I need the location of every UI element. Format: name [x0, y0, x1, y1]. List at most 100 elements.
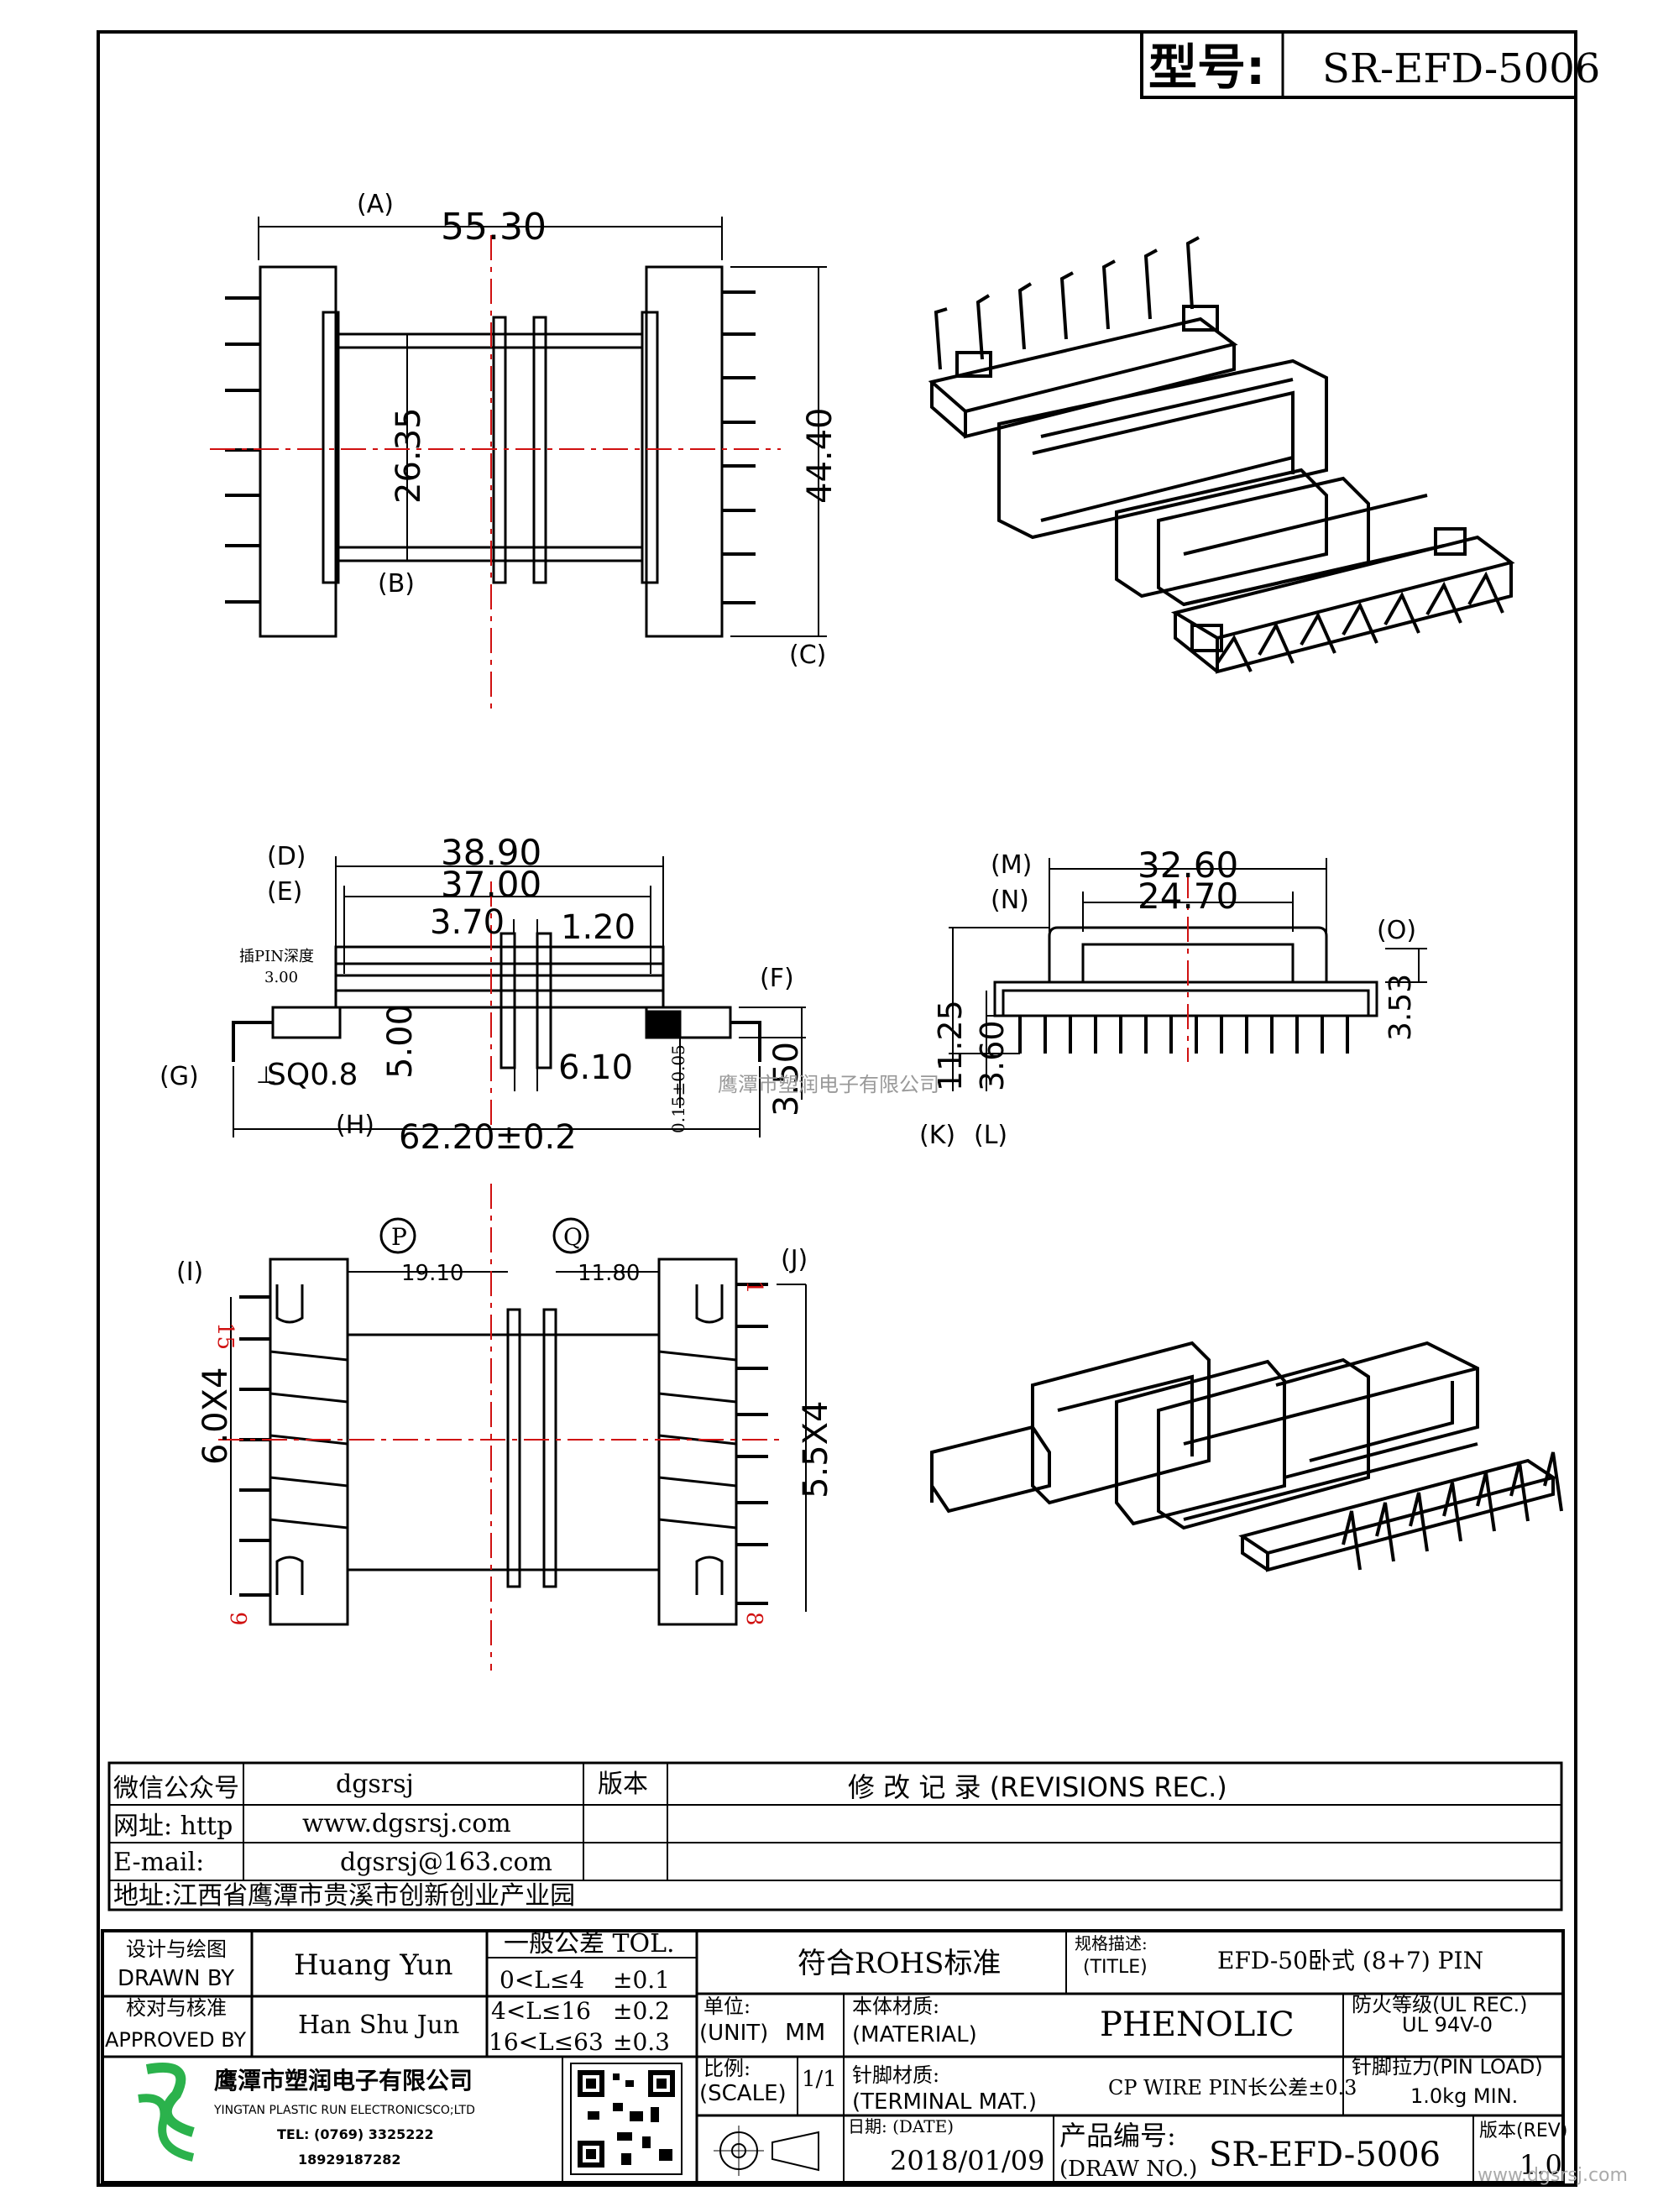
info-address: 地址:江西省鹰潭市贵溪市创新创业产业园 [113, 1881, 575, 1911]
drawn-by-name: Huang Yun [294, 1948, 453, 1982]
sheet-frame [97, 30, 1577, 2187]
dim-e: 37.00 [441, 864, 541, 905]
top-view-labels: (A) 55.30 26.35 (B) 44.40 (C) [357, 190, 840, 670]
side-view [232, 856, 806, 1137]
dim-m: 32.60 [1138, 845, 1238, 886]
label-o: (O) [1377, 916, 1416, 945]
label-k: (K) [919, 1121, 955, 1150]
label-c: (C) [789, 641, 826, 670]
drawn-by-label-cn: 设计与绘图 [126, 1937, 227, 1961]
dim-o: 3.53 [1383, 974, 1418, 1041]
site-watermark: www.dgsrsj.com [1478, 2165, 1628, 2186]
unit-label-en: (UNIT) [699, 2021, 768, 2046]
info-key-wechat: 微信公众号 [113, 1774, 239, 1803]
company-en: YINGTAN PLASTIC RUN ELECTRONICSCO;LTD [213, 2104, 475, 2117]
label-q: Q [563, 1223, 583, 1251]
dim-i: 6.0X4 [196, 1367, 235, 1465]
bottom-view-labels: P Q 19.10 11.80 (I) (J) 6.0X4 5.5X4 15 9… [176, 1223, 835, 1626]
date-label: 日期: (DATE) [848, 2116, 954, 2136]
title-label-cn: 规格描述: [1075, 1933, 1148, 1953]
info-key-web: 网址: http [113, 1812, 233, 1841]
dim-d: 38.90 [441, 832, 541, 873]
label-f: (F) [760, 964, 794, 993]
title-block-text: 设计与绘图 DRAWN BY Huang Yun 校对与核准 APPROVED … [105, 1929, 1628, 2186]
material-label-cn: 本体材质: [852, 1995, 939, 2018]
top-view [210, 217, 827, 709]
watermark: 鹰潭市塑润电子有限公司 [718, 1073, 939, 1096]
tol-range-3: 16<L≤63 [489, 2028, 604, 2056]
pin-depth-label: 插PIN深度 [239, 948, 314, 965]
draw-no-label-cn: 产品编号: [1059, 2120, 1176, 2152]
dim-h: 62.20±0.2 [399, 1118, 577, 1157]
model-header: 型号: SR-EFD-5006 [1140, 30, 1600, 99]
dim-q: 11.80 [578, 1261, 640, 1286]
dim-j: 5.5X4 [797, 1401, 835, 1498]
pin-load-value: 1.0kg MIN. [1410, 2084, 1518, 2108]
material-value: PHENOLIC [1100, 2005, 1295, 2044]
pin-15-label: 15 [212, 1322, 238, 1350]
pin-8-label: 8 [741, 1612, 766, 1626]
model-label: 型号: [1148, 39, 1265, 96]
draw-no-value: SR-EFD-5006 [1209, 2136, 1441, 2174]
info-table-text: 微信公众号 dgsrsj 网址: http www.dgsrsj.com E-m… [113, 1770, 1227, 1911]
dim-6-10: 6.10 [558, 1048, 633, 1087]
front-view-labels: (M) 32.60 (N) 24.70 (O) 3.53 11.25 3.60 … [919, 845, 1418, 1150]
info-value-web[interactable]: www.dgsrsj.com [302, 1809, 511, 1838]
qr-code[interactable] [570, 2063, 683, 2175]
terminal-label-en: (TERMINAL MAT.) [852, 2089, 1037, 2115]
pin-depth-value: 3.00 [264, 969, 298, 986]
revisions-header: 修 改 记 录 (REVISIONS REC.) [848, 1771, 1227, 1803]
label-h: (H) [336, 1111, 374, 1140]
dim-n: 24.70 [1138, 876, 1238, 917]
rev-value: 1.0 [1519, 2149, 1562, 2181]
approved-label-en: APPROVED BY [105, 2028, 246, 2052]
tol-range-1: 0<L≤4 [500, 1966, 584, 1994]
date-value: 2018/01/09 [890, 2145, 1044, 2177]
info-value-email[interactable]: dgsrsj@163.com [340, 1848, 552, 1877]
dim-3-50: 3.50 [767, 1042, 806, 1116]
unit-value: MM [785, 2018, 825, 2046]
pin-9-label: 9 [225, 1612, 250, 1626]
label-d: (D) [267, 842, 306, 871]
label-m: (M) [991, 850, 1032, 880]
tol-range-2: 4<L≤16 [491, 1997, 591, 2025]
dim-3-70: 3.70 [430, 903, 505, 942]
label-n: (N) [991, 886, 1029, 915]
info-key-email: E-mail: [113, 1848, 204, 1877]
title-block [101, 1929, 1565, 2184]
label-a: (A) [357, 190, 394, 219]
square-icon: ⊥ [256, 1061, 276, 1089]
tol-value-1: ±0.1 [613, 1966, 670, 1994]
approved-by-name: Han Shu Jun [298, 2011, 459, 2040]
label-g: (G) [160, 1062, 199, 1091]
label-e: (E) [267, 877, 302, 907]
tol-value-3: ±0.3 [613, 2028, 670, 2056]
pin-1-label: 1 [741, 1280, 766, 1294]
info-table [107, 1761, 1563, 1911]
dim-b: 26.35 [390, 407, 428, 504]
label-b: (B) [378, 569, 415, 599]
isometric-view-1 [928, 236, 1515, 674]
terminal-label-cn: 针脚材质: [852, 2063, 939, 2087]
unit-label-cn: 单位: [704, 1995, 751, 2018]
bottom-view [218, 1184, 807, 1671]
dim-5-00: 5.00 [381, 1004, 420, 1079]
approved-label-cn: 校对与核准 [126, 1996, 227, 2020]
company-phone: 18929187282 [298, 2152, 400, 2168]
dim-3-60: 3.60 [974, 1020, 1011, 1091]
dim-a: 55.30 [441, 206, 547, 248]
rev-label: 版本(REV) [1479, 2120, 1567, 2141]
label-l: (L) [974, 1121, 1007, 1150]
material-label-en: (MATERIAL) [852, 2022, 977, 2047]
front-view [949, 858, 1427, 1091]
dim-1-20: 1.20 [561, 908, 636, 947]
company-cn: 鹰潭市塑润电子有限公司 [214, 2067, 473, 2094]
dim-c: 44.40 [801, 407, 840, 504]
company-tel: TEL: (0769) 3325222 [277, 2126, 434, 2142]
version-header: 版本 [598, 1770, 648, 1799]
model-value: SR-EFD-5006 [1322, 45, 1600, 92]
fire-value: UL 94V-0 [1402, 2013, 1493, 2037]
label-j: (J) [781, 1245, 808, 1274]
fire-label: 防火等级(UL REC.) [1352, 1993, 1528, 2016]
